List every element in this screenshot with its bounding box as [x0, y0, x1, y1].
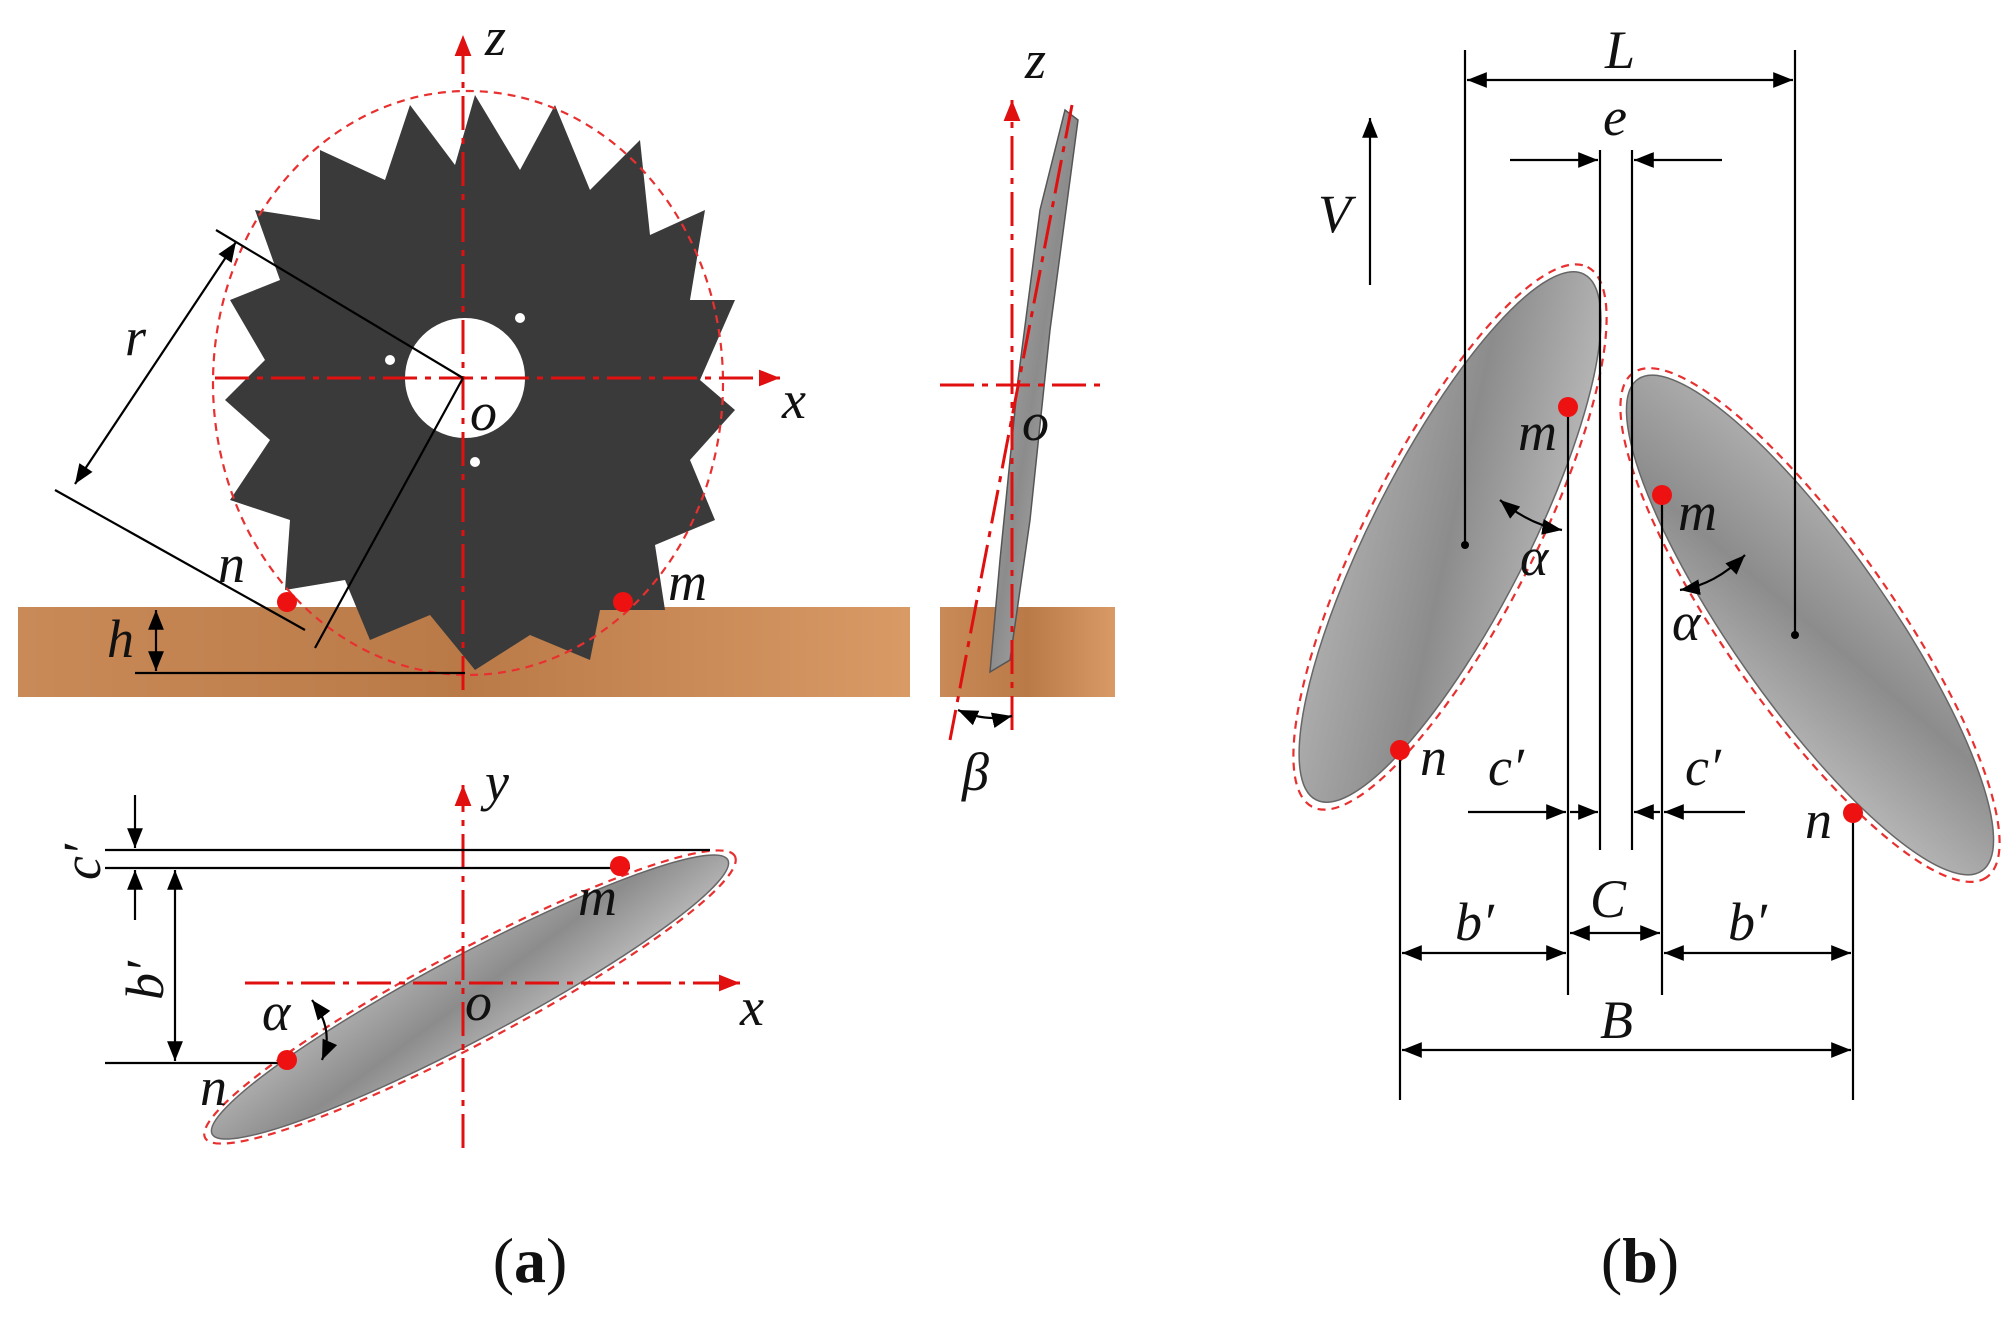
- point-m-front: [613, 592, 633, 612]
- b-prime-right-label: b′: [1728, 892, 1768, 952]
- B-label: B: [1600, 990, 1633, 1050]
- z-front-label: z: [484, 7, 506, 67]
- r-dim-line: [74, 241, 237, 485]
- point-m-right: [1652, 485, 1672, 505]
- disc-envelope-top: [203, 849, 737, 1145]
- disc-side: [989, 108, 1079, 674]
- top-view: c′ b′ α m n y x o: [52, 752, 764, 1148]
- m-left-label: m: [1518, 402, 1557, 462]
- C-label: C: [1590, 869, 1627, 929]
- c-prime-right-label: c′: [1685, 737, 1722, 797]
- r-label: r: [125, 307, 147, 367]
- front-view: r h n m z x o: [18, 7, 910, 697]
- e-label: e: [1603, 87, 1627, 147]
- alpha-left-label: α: [1520, 527, 1550, 587]
- beta-label: β: [961, 742, 989, 802]
- left-center: [1461, 541, 1469, 549]
- m-right-label: m: [1678, 482, 1717, 542]
- point-n-front: [277, 592, 297, 612]
- alpha-right-label: α: [1672, 592, 1702, 652]
- x-top-label: x: [739, 977, 764, 1037]
- y-top-label: y: [480, 752, 509, 812]
- beta-arc: [957, 708, 1013, 729]
- r-ext-top: [215, 229, 464, 379]
- L-label: L: [1604, 20, 1635, 80]
- disc-front: [225, 95, 735, 670]
- caption-a: (a): [493, 1225, 568, 1296]
- b-prime-left-label: b′: [1455, 892, 1495, 952]
- c-prime-top-label: c′: [52, 843, 112, 880]
- disc-right: [1625, 374, 1995, 876]
- disc-left: [1298, 271, 1602, 803]
- n-left-label: n: [1420, 727, 1447, 787]
- tilt-line-side: [948, 104, 1074, 741]
- point-n-right: [1843, 803, 1863, 823]
- point-n-top: [277, 1050, 297, 1070]
- o-front-label: o: [470, 382, 497, 442]
- pair-view: L e V α α m m n n c: [1292, 20, 2001, 1100]
- alpha-arc-top: [311, 999, 338, 1061]
- h-label: h: [107, 609, 134, 669]
- m-top-label: m: [578, 867, 617, 927]
- point-m-left: [1558, 397, 1578, 417]
- r-radius-line: [314, 377, 464, 649]
- n-top-label: n: [200, 1057, 227, 1117]
- b-prime-top-label: b′: [115, 960, 175, 1000]
- point-n-left: [1390, 740, 1410, 760]
- V-label: V: [1318, 184, 1357, 244]
- n-front-label: n: [218, 534, 245, 594]
- alpha-arc-right: [1679, 554, 1746, 596]
- disc-right-envelope: [1619, 367, 2001, 883]
- right-center: [1791, 631, 1799, 639]
- caption-b: (b): [1601, 1225, 1679, 1296]
- soil-side: [940, 607, 1115, 697]
- alpha-top-label: α: [262, 982, 292, 1042]
- disc-top: [210, 854, 730, 1140]
- o-top-label: o: [465, 972, 492, 1032]
- o-side-label: o: [1022, 392, 1049, 452]
- m-front-label: m: [668, 552, 707, 612]
- point-m-top: [610, 856, 630, 876]
- z-side-label: z: [1024, 30, 1046, 90]
- c-prime-left-label: c′: [1488, 737, 1525, 797]
- alpha-arc-left: [1499, 499, 1563, 535]
- side-view: β z o: [940, 30, 1115, 802]
- r-ext-bottom: [54, 489, 306, 631]
- x-front-label: x: [781, 370, 806, 430]
- n-right-label: n: [1805, 790, 1832, 850]
